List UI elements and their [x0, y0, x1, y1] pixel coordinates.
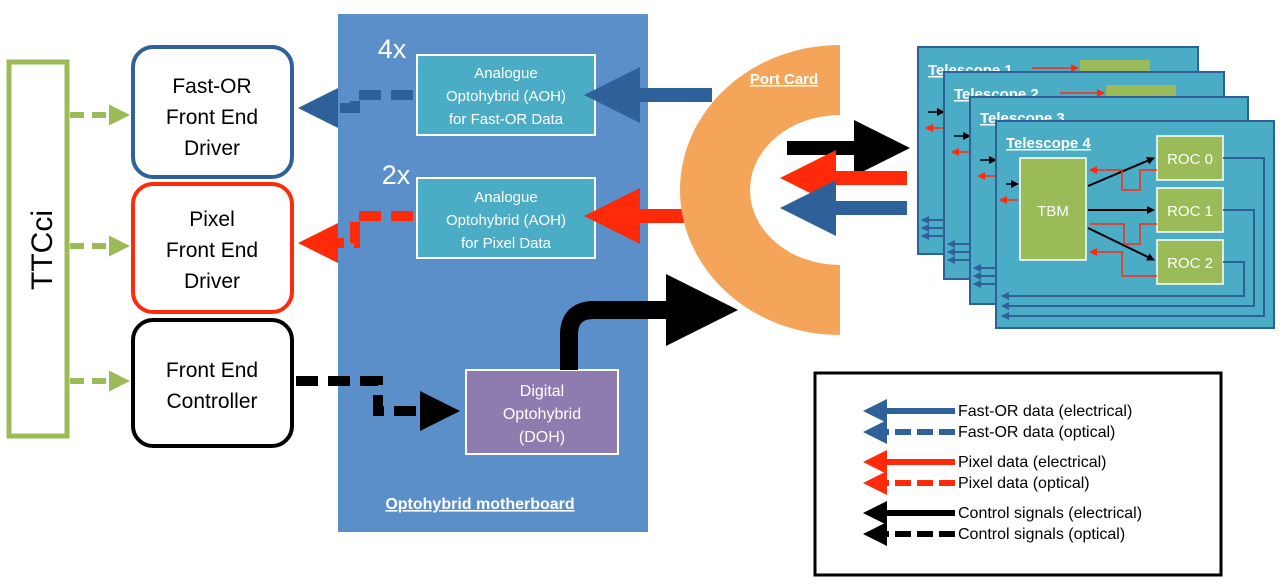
legend-fastor-optical-label: Fast-OR data (optical)	[958, 424, 1115, 441]
pixel-fed-line1: Pixel	[189, 208, 235, 231]
fec-line1: Front End	[166, 359, 258, 382]
legend-control-electrical-label: Control signals (electrical)	[958, 505, 1142, 522]
doh-line3: (DOH)	[519, 429, 565, 446]
control-optical-arrow	[296, 376, 460, 431]
aoh-fastor-line1: Analogue	[474, 65, 537, 82]
ttcci-label: TTCci	[26, 210, 59, 290]
aoh-fastor-line2: Optohybrid (AOH)	[446, 88, 566, 105]
port-card-label: Port Card	[750, 71, 818, 88]
aoh-pixel-line3: for Pixel Data	[461, 235, 552, 252]
roc-2-chip	[1156, 239, 1224, 285]
pixel-optical-arrow	[298, 211, 413, 263]
roc-1-chip	[1156, 187, 1224, 233]
fec-box	[131, 318, 294, 448]
doh-line1: Digital	[520, 383, 564, 400]
legend-fastor-electrical-label: Fast-OR data (electrical)	[958, 403, 1132, 420]
telescope-stack: Telescope 1 Telescope 2 Telescope 3 Tele…	[917, 46, 1275, 329]
doh-line2: Optohybrid	[503, 406, 581, 423]
fastor-fed-line3: Driver	[184, 137, 240, 160]
fastor-fed-line2: Front End	[166, 106, 258, 129]
tbm-label: TBM	[1037, 203, 1069, 220]
doh-box	[465, 369, 619, 455]
fastor-fed-line1: Fast-OR	[172, 75, 251, 98]
aoh-pixel-multiplier: 2x	[382, 160, 411, 190]
pixel-fed-line2: Front End	[166, 239, 258, 262]
aoh-fastor-multiplier: 4x	[378, 34, 407, 64]
legend-pixel-electrical-label: Pixel data (electrical)	[958, 454, 1107, 471]
pixel-fed-box	[131, 182, 294, 314]
control-electrical-arrow	[560, 274, 738, 370]
legend-control-optical-label: Control signals (optical)	[958, 526, 1125, 543]
fastor-optical-arrow	[298, 88, 413, 128]
roc-1-label: ROC 1	[1167, 203, 1213, 220]
aoh-fastor-box	[416, 54, 596, 136]
motherboard-label: Optohybrid motherboard	[385, 496, 574, 513]
aoh-pixel-line2: Optohybrid (AOH)	[446, 212, 566, 229]
fec-line2: Controller	[166, 390, 257, 413]
roc-0-chip	[1156, 135, 1224, 181]
roc-0-label: ROC 0	[1167, 151, 1213, 168]
aoh-pixel-line1: Analogue	[474, 189, 537, 206]
port-card-shape	[680, 45, 840, 335]
pixel-fed-line3: Driver	[184, 270, 240, 293]
aoh-fastor-line3: for Fast-OR Data	[449, 111, 564, 128]
tbm-chip	[1019, 157, 1087, 261]
roc-2-label: ROC 2	[1167, 255, 1213, 272]
fastor-fed-box	[131, 45, 294, 179]
ttcci-box	[6, 59, 70, 439]
telescope-4-label: Telescope 4	[1006, 135, 1091, 152]
legend-pixel-optical-label: Pixel data (optical)	[958, 475, 1090, 492]
